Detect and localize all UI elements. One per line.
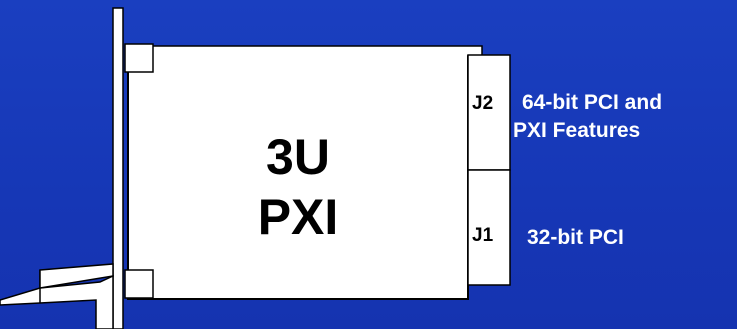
ejector-handle-top (39, 263, 114, 289)
connector-j1 (467, 169, 511, 286)
connector-j1-label: J1 (472, 225, 494, 246)
connector-j2-label: J2 (472, 93, 494, 114)
j1-description: 32-bit PCI (527, 226, 624, 249)
board-title-line2: PXI (257, 189, 339, 245)
mount-block-bottom (124, 269, 154, 299)
front-panel-bracket (112, 7, 124, 329)
board-notch-fill (129, 50, 467, 58)
ejector-handle (0, 274, 114, 329)
mount-block-top (124, 43, 154, 73)
j2-description-line2: PXI Features (513, 119, 641, 142)
j2-description-line1: 64-bit PCI and (522, 91, 663, 114)
board-title-line1: 3U (266, 129, 330, 185)
board-outline (127, 52, 469, 300)
